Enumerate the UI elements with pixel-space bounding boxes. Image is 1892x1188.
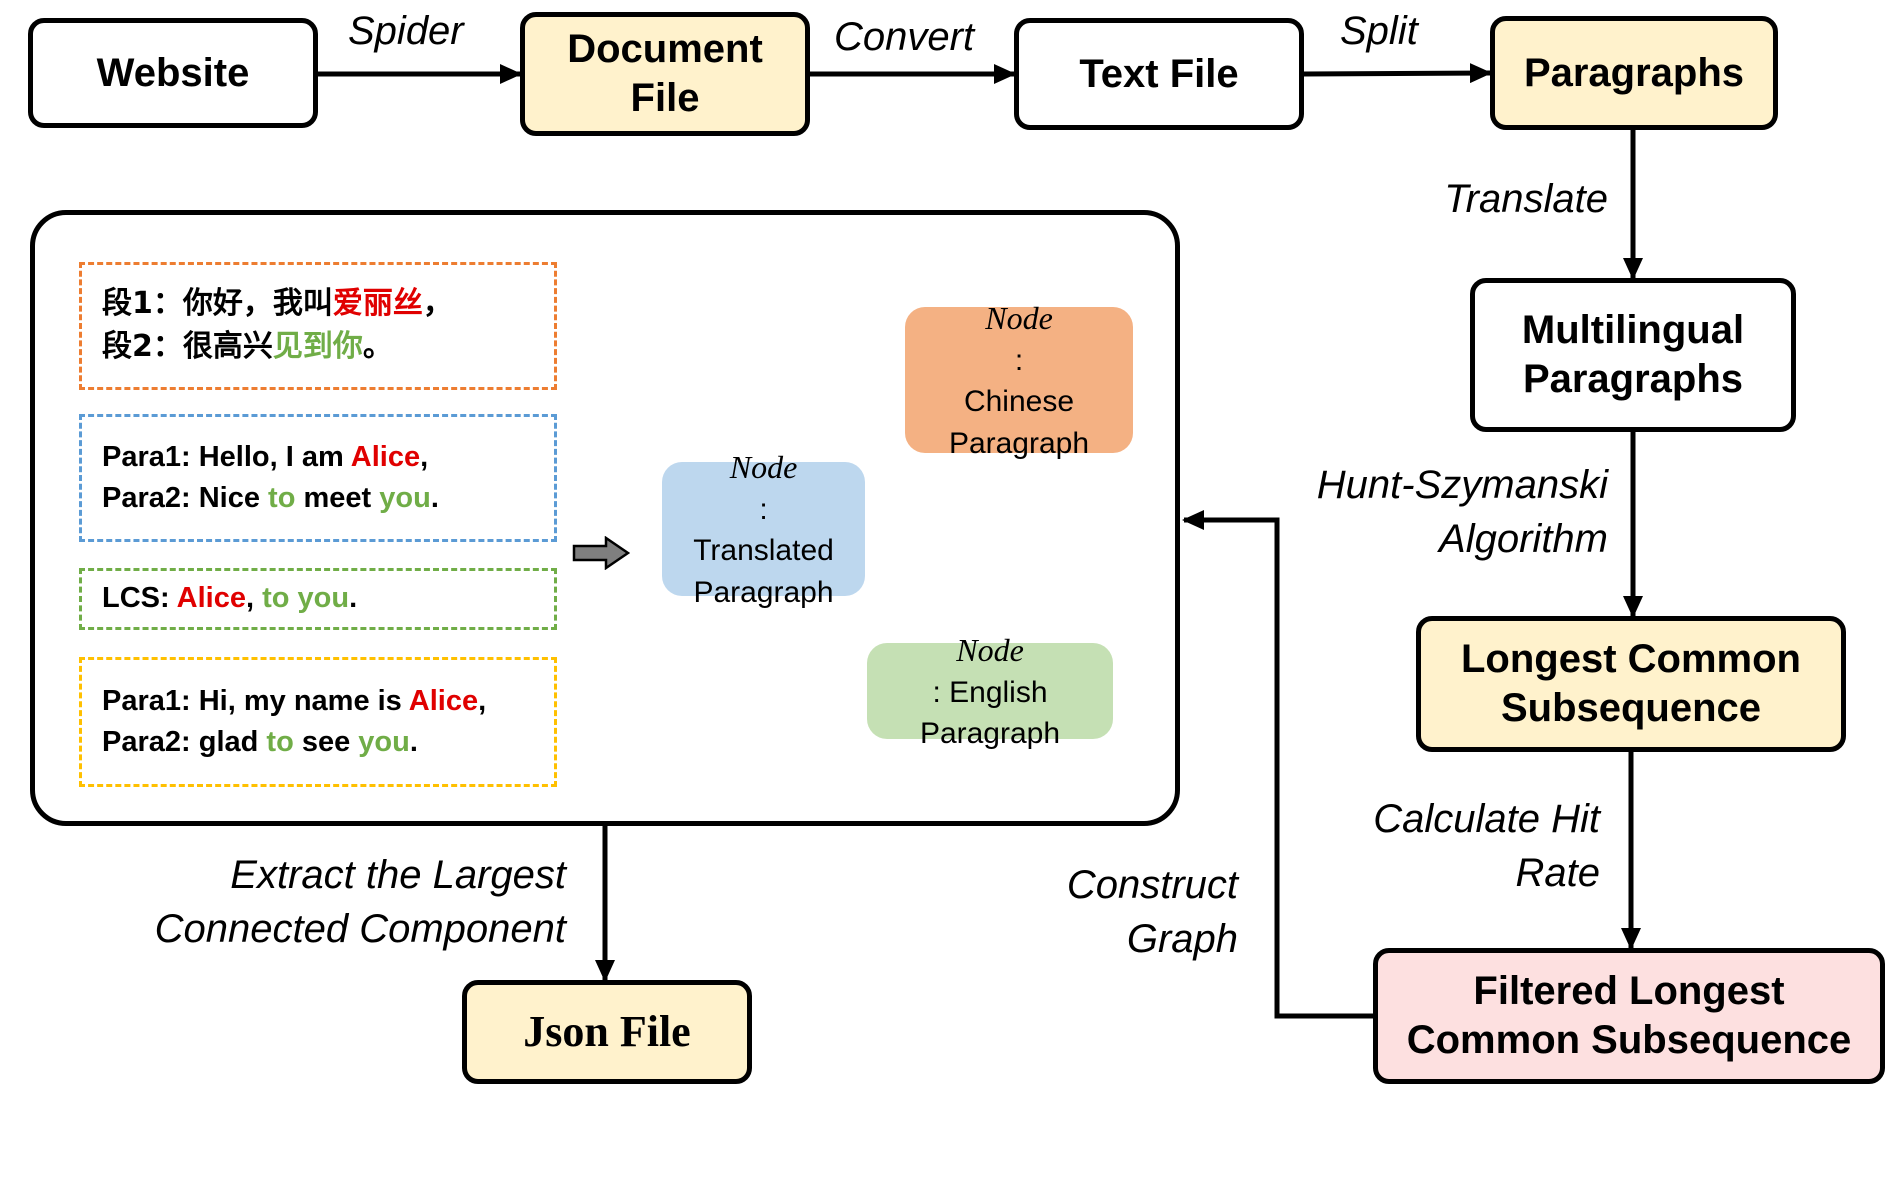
- lcs-example-box: LCS: Alice, to you.: [79, 568, 557, 630]
- multilingual-paragraphs-box: Multilingual Paragraphs: [1470, 278, 1796, 432]
- match-highlight: you: [297, 582, 350, 615]
- filtered-lcs-label-line1: Filtered Longest: [1473, 969, 1785, 1014]
- arrow-filtered-to-graph: [1182, 510, 1373, 1019]
- name-highlight: Alice: [176, 582, 246, 615]
- right-block-arrow-icon: [572, 536, 630, 570]
- node-label: Node: [985, 299, 1053, 336]
- english-paragraphs-box: Para1: Hi, my name is Alice, Para2: glad…: [79, 657, 557, 787]
- chinese-paragraphs-box: 段1：你好，我叫爱丽丝， 段2：很高兴见到你。: [79, 262, 557, 390]
- document-file-label-line2: File: [630, 76, 700, 120]
- text-file-box: Text File: [1014, 18, 1304, 130]
- paragraphs-label: Paragraphs: [1523, 50, 1745, 95]
- edge-label-calculate-hit-rate: Calculate Hit Rate: [1373, 797, 1600, 895]
- document-file-label-line1: Document: [567, 27, 763, 72]
- chinese-paragraph-line-1: 段1：你好，我叫爱丽丝，: [102, 286, 453, 322]
- paragraphs-box: Paragraphs: [1490, 16, 1778, 130]
- multilingual-label-line1: Multilingual: [1521, 308, 1745, 353]
- name-highlight: 爱丽丝: [332, 286, 423, 322]
- match-highlight: to: [262, 582, 290, 615]
- lcs-example-line: LCS: Alice, to you.: [102, 582, 358, 615]
- translated-paragraph-line-1: Para1: Hello, I am Alice,: [102, 440, 429, 473]
- filtered-lcs-label-line2: Common Subsequence: [1406, 1018, 1852, 1062]
- edge-label-construct-graph: Construct Graph: [1066, 863, 1238, 961]
- chinese-paragraph-line-2: 段2：很高兴见到你。: [102, 329, 393, 364]
- lcs-box: Longest Common Subsequence: [1416, 616, 1846, 752]
- match-highlight: 见到你: [272, 329, 363, 364]
- multilingual-label-line2: Paragraphs: [1522, 357, 1744, 401]
- node-label: Node: [956, 631, 1024, 668]
- document-file-box: Document File: [520, 12, 810, 136]
- json-file-label: Json File: [523, 1007, 691, 1057]
- english-paragraph-line-1: Para1: Hi, my name is Alice,: [102, 684, 487, 717]
- translated-paragraph-line-2: Para2: Nice to meet you.: [102, 482, 439, 514]
- lcs-label-line2: Subsequence: [1500, 686, 1762, 730]
- edge-label-spider: Spider: [348, 9, 464, 53]
- text-file-label: Text File: [1079, 51, 1239, 96]
- edge-label-split: Split: [1340, 9, 1418, 53]
- website-box: Website: [28, 18, 318, 128]
- json-file-box: Json File: [462, 980, 752, 1084]
- edge-label-extract-component: Extract the Largest Connected Component: [154, 853, 566, 951]
- english-paragraph-line-2: Para2: glad to see you.: [102, 726, 418, 758]
- node-translated-paragraph: Node: Translated Paragraph: [662, 449, 865, 609]
- edge-label-convert: Convert: [834, 15, 975, 59]
- match-highlight: you: [358, 726, 410, 758]
- lcs-label-line1: Longest Common: [1461, 637, 1801, 682]
- name-highlight: Alice: [408, 684, 479, 717]
- match-highlight: to: [268, 482, 296, 514]
- node-english-paragraph: Node: English Paragraph: [867, 632, 1113, 750]
- filtered-lcs-box: Filtered Longest Common Subsequence: [1373, 948, 1885, 1084]
- match-highlight: to: [266, 726, 294, 758]
- example-graph-panel: 段1：你好，我叫爱丽丝， 段2：很高兴见到你。 Para1: Hello, I …: [30, 210, 1180, 826]
- website-label: Website: [96, 50, 250, 95]
- node-chinese-paragraph: Node: Chinese Paragraph: [905, 300, 1133, 460]
- edge-label-translate: Translate: [1444, 177, 1608, 221]
- name-highlight: Alice: [350, 440, 421, 473]
- node-label: Node: [729, 448, 798, 485]
- match-highlight: you: [379, 482, 431, 514]
- edge-label-hunt-szymanski: Hunt-Szymanski Algorithm: [1316, 463, 1608, 561]
- arrow-textfile-to-paragraphs: [1303, 63, 1492, 84]
- translated-paragraphs-box: Para1: Hello, I am Alice, Para2: Nice to…: [79, 414, 557, 542]
